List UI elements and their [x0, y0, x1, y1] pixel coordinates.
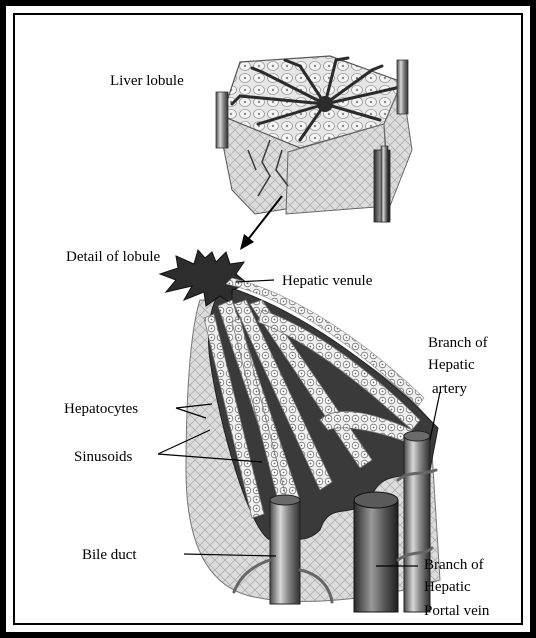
bile-duct-tube: [270, 500, 300, 604]
corner-vessel: [216, 92, 228, 148]
label-liver-lobule: Liver lobule: [110, 72, 184, 91]
label-branch-portal-1: Branch of: [424, 556, 484, 575]
portal-vein-tube: [354, 500, 398, 612]
label-branch-portal-3: Portal vein: [424, 602, 489, 621]
corner-vessel: [381, 146, 388, 222]
label-hepatic-venule: Hepatic venule: [282, 272, 372, 291]
label-branch-artery-1: Branch of: [428, 334, 488, 353]
liver-lobule-figure: [216, 56, 412, 222]
label-branch-artery-2: Hepatic: [428, 356, 475, 375]
label-detail-of-lobule: Detail of lobule: [66, 248, 160, 267]
label-bile-duct: Bile duct: [82, 546, 137, 565]
label-hepatocytes: Hepatocytes: [64, 400, 138, 419]
label-branch-portal-2: Hepatic: [424, 578, 471, 597]
label-branch-artery-3: artery: [432, 380, 467, 399]
label-sinusoids: Sinusoids: [74, 448, 132, 467]
corner-vessel: [397, 60, 408, 114]
